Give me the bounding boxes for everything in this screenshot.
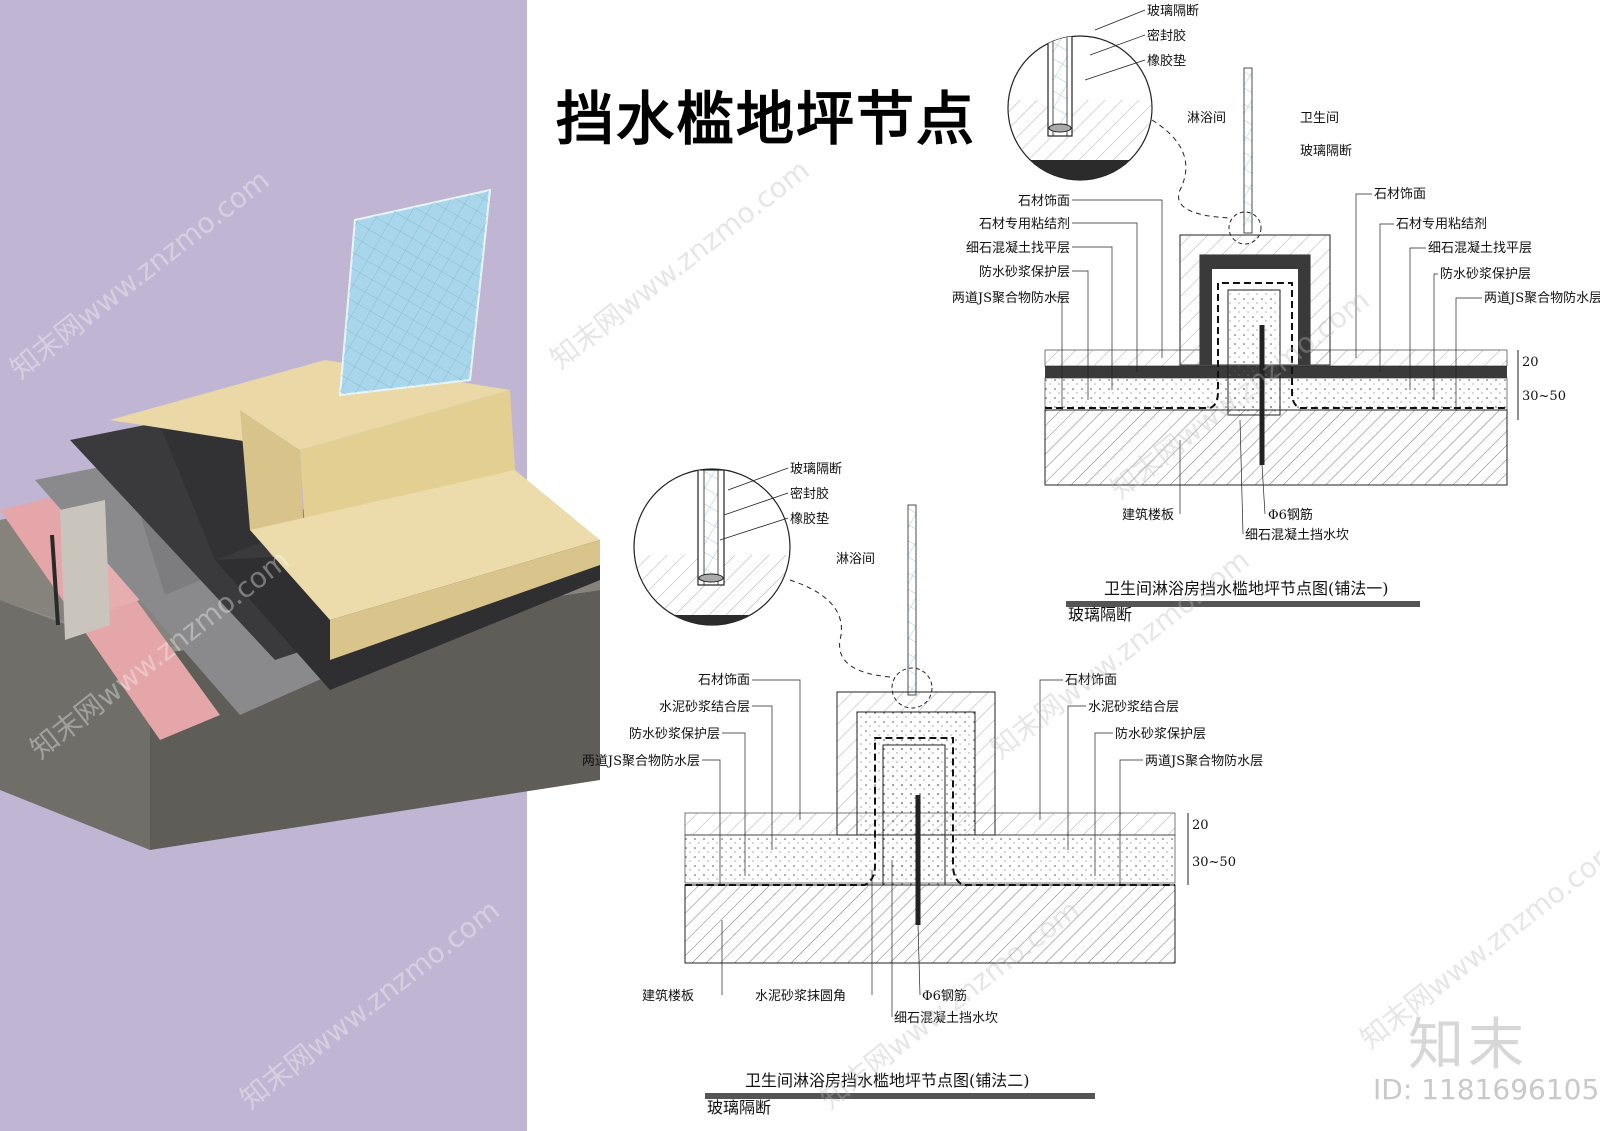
- d1-slab: [1044, 409, 1508, 486]
- d1-detail-label-rubber: 橡胶垫: [1147, 53, 1186, 69]
- d2-label-rebar: Φ6钢筋: [922, 988, 967, 1004]
- d2-right-labels: 石材饰面 水泥砂浆结合层 防水砂浆保护层 两道JS聚合物防水层: [1065, 673, 1263, 769]
- d2-left-labels: 石材饰面 水泥砂浆结合层 防水砂浆保护层 两道JS聚合物防水层: [582, 673, 750, 769]
- svg-text:石材饰面: 石材饰面: [1065, 673, 1117, 688]
- diagram-1: 20 30~50 玻璃隔断 密封胶 橡胶垫 淋浴间 卫生间 玻璃隔断 石材饰面 …: [952, 4, 1600, 624]
- d2-dim-30-50: 30~50: [1192, 855, 1236, 870]
- diagram-2: 20 30~50 玻璃隔断 密封胶 橡胶垫 淋浴间 石材饰面 水泥砂浆结合层 防…: [582, 462, 1263, 1117]
- render-3d: [0, 188, 600, 850]
- d2-detail-label-sealant: 密封胶: [790, 486, 829, 502]
- svg-text:防水砂浆保护层: 防水砂浆保护层: [629, 726, 720, 742]
- d2-sub-caption: 玻璃隔断: [707, 1098, 771, 1117]
- svg-text:两道JS聚合物防水层: 两道JS聚合物防水层: [1484, 290, 1600, 306]
- d2-room-left: 淋浴间: [836, 552, 875, 567]
- watermark-1: 知末网www.znzmo.com: [4, 163, 276, 385]
- concrete-curb-block: [60, 500, 110, 640]
- stone-floor-top: [250, 470, 600, 620]
- svg-text:石材饰面: 石材饰面: [1374, 187, 1426, 202]
- svg-text:石材专用粘结剂: 石材专用粘结剂: [979, 217, 1070, 232]
- d2-caption: 卫生间淋浴房挡水槛地坪节点图(铺法二): [745, 1071, 1030, 1090]
- d1-sub-caption: 玻璃隔断: [1068, 605, 1132, 624]
- d1-label-curb: 细石混凝土挡水坎: [1245, 527, 1349, 543]
- id-text: ID: 1181696105: [1373, 1073, 1600, 1106]
- d1-room-left: 淋浴间: [1187, 111, 1226, 126]
- d2-label-slab: 建筑楼板: [642, 988, 694, 1004]
- d1-label-rebar: Φ6钢筋: [1268, 507, 1313, 523]
- d2-dim-20: 20: [1192, 818, 1209, 833]
- svg-text:水泥砂浆结合层: 水泥砂浆结合层: [659, 700, 750, 715]
- d1-left-labels: 石材饰面 石材专用粘结剂 细石混凝土找平层 防水砂浆保护层 两道JS聚合物防水层: [952, 194, 1070, 306]
- d1-detail-label-sealant: 密封胶: [1147, 28, 1186, 44]
- d2-detail-label-rubber: 橡胶垫: [790, 511, 829, 527]
- stone-floor-front: [330, 540, 600, 660]
- dark-waterproof-up: [160, 410, 268, 560]
- d1-right-labels: 石材饰面 石材专用粘结剂 细石混凝土找平层 防水砂浆保护层 两道JS聚合物防水层: [1374, 187, 1600, 306]
- d2-label-curb: 细石混凝土挡水坎: [894, 1010, 998, 1026]
- d1-caption: 卫生间淋浴房挡水槛地坪节点图(铺法一): [1104, 579, 1389, 598]
- d1-dim-20: 20: [1522, 355, 1539, 370]
- d2-slab: [684, 884, 1176, 964]
- svg-text:两道JS聚合物防水层: 两道JS聚合物防水层: [582, 753, 700, 769]
- brand-logo: 知末: [1408, 1013, 1528, 1078]
- d2-label-fillet: 水泥砂浆抹圆角: [755, 989, 846, 1004]
- watermark-4: 知末网www.znzmo.com: [544, 153, 816, 375]
- svg-text:防水砂浆保护层: 防水砂浆保护层: [1115, 726, 1206, 742]
- svg-text:两道JS聚合物防水层: 两道JS聚合物防水层: [952, 290, 1070, 306]
- d1-glass-label: 玻璃隔断: [1300, 144, 1352, 159]
- svg-text:细石混凝土找平层: 细石混凝土找平层: [1428, 240, 1532, 256]
- page-title: 挡水槛地坪节点: [556, 85, 977, 153]
- svg-text:防水砂浆保护层: 防水砂浆保护层: [1440, 266, 1531, 282]
- d1-room-right: 卫生间: [1300, 111, 1339, 126]
- d1-dim-30-50: 30~50: [1522, 389, 1566, 404]
- svg-text:水泥砂浆结合层: 水泥砂浆结合层: [1088, 700, 1179, 715]
- d2-detail-label-glass: 玻璃隔断: [790, 462, 842, 477]
- stone-curb-front: [300, 390, 515, 530]
- svg-text:两道JS聚合物防水层: 两道JS聚合物防水层: [1145, 753, 1263, 769]
- d1-detail-label-glass: 玻璃隔断: [1147, 4, 1199, 19]
- watermark-3: 知末网www.znzmo.com: [234, 893, 506, 1115]
- svg-text:细石混凝土找平层: 细石混凝土找平层: [966, 240, 1070, 256]
- svg-text:石材专用粘结剂: 石材专用粘结剂: [1396, 217, 1487, 232]
- svg-text:石材饰面: 石材饰面: [1018, 194, 1070, 209]
- svg-text:石材饰面: 石材饰面: [698, 673, 750, 688]
- rebar: [50, 534, 60, 626]
- svg-text:防水砂浆保护层: 防水砂浆保护层: [979, 264, 1070, 280]
- glass-panel-grid: [340, 190, 490, 395]
- d1-label-slab: 建筑楼板: [1122, 507, 1174, 523]
